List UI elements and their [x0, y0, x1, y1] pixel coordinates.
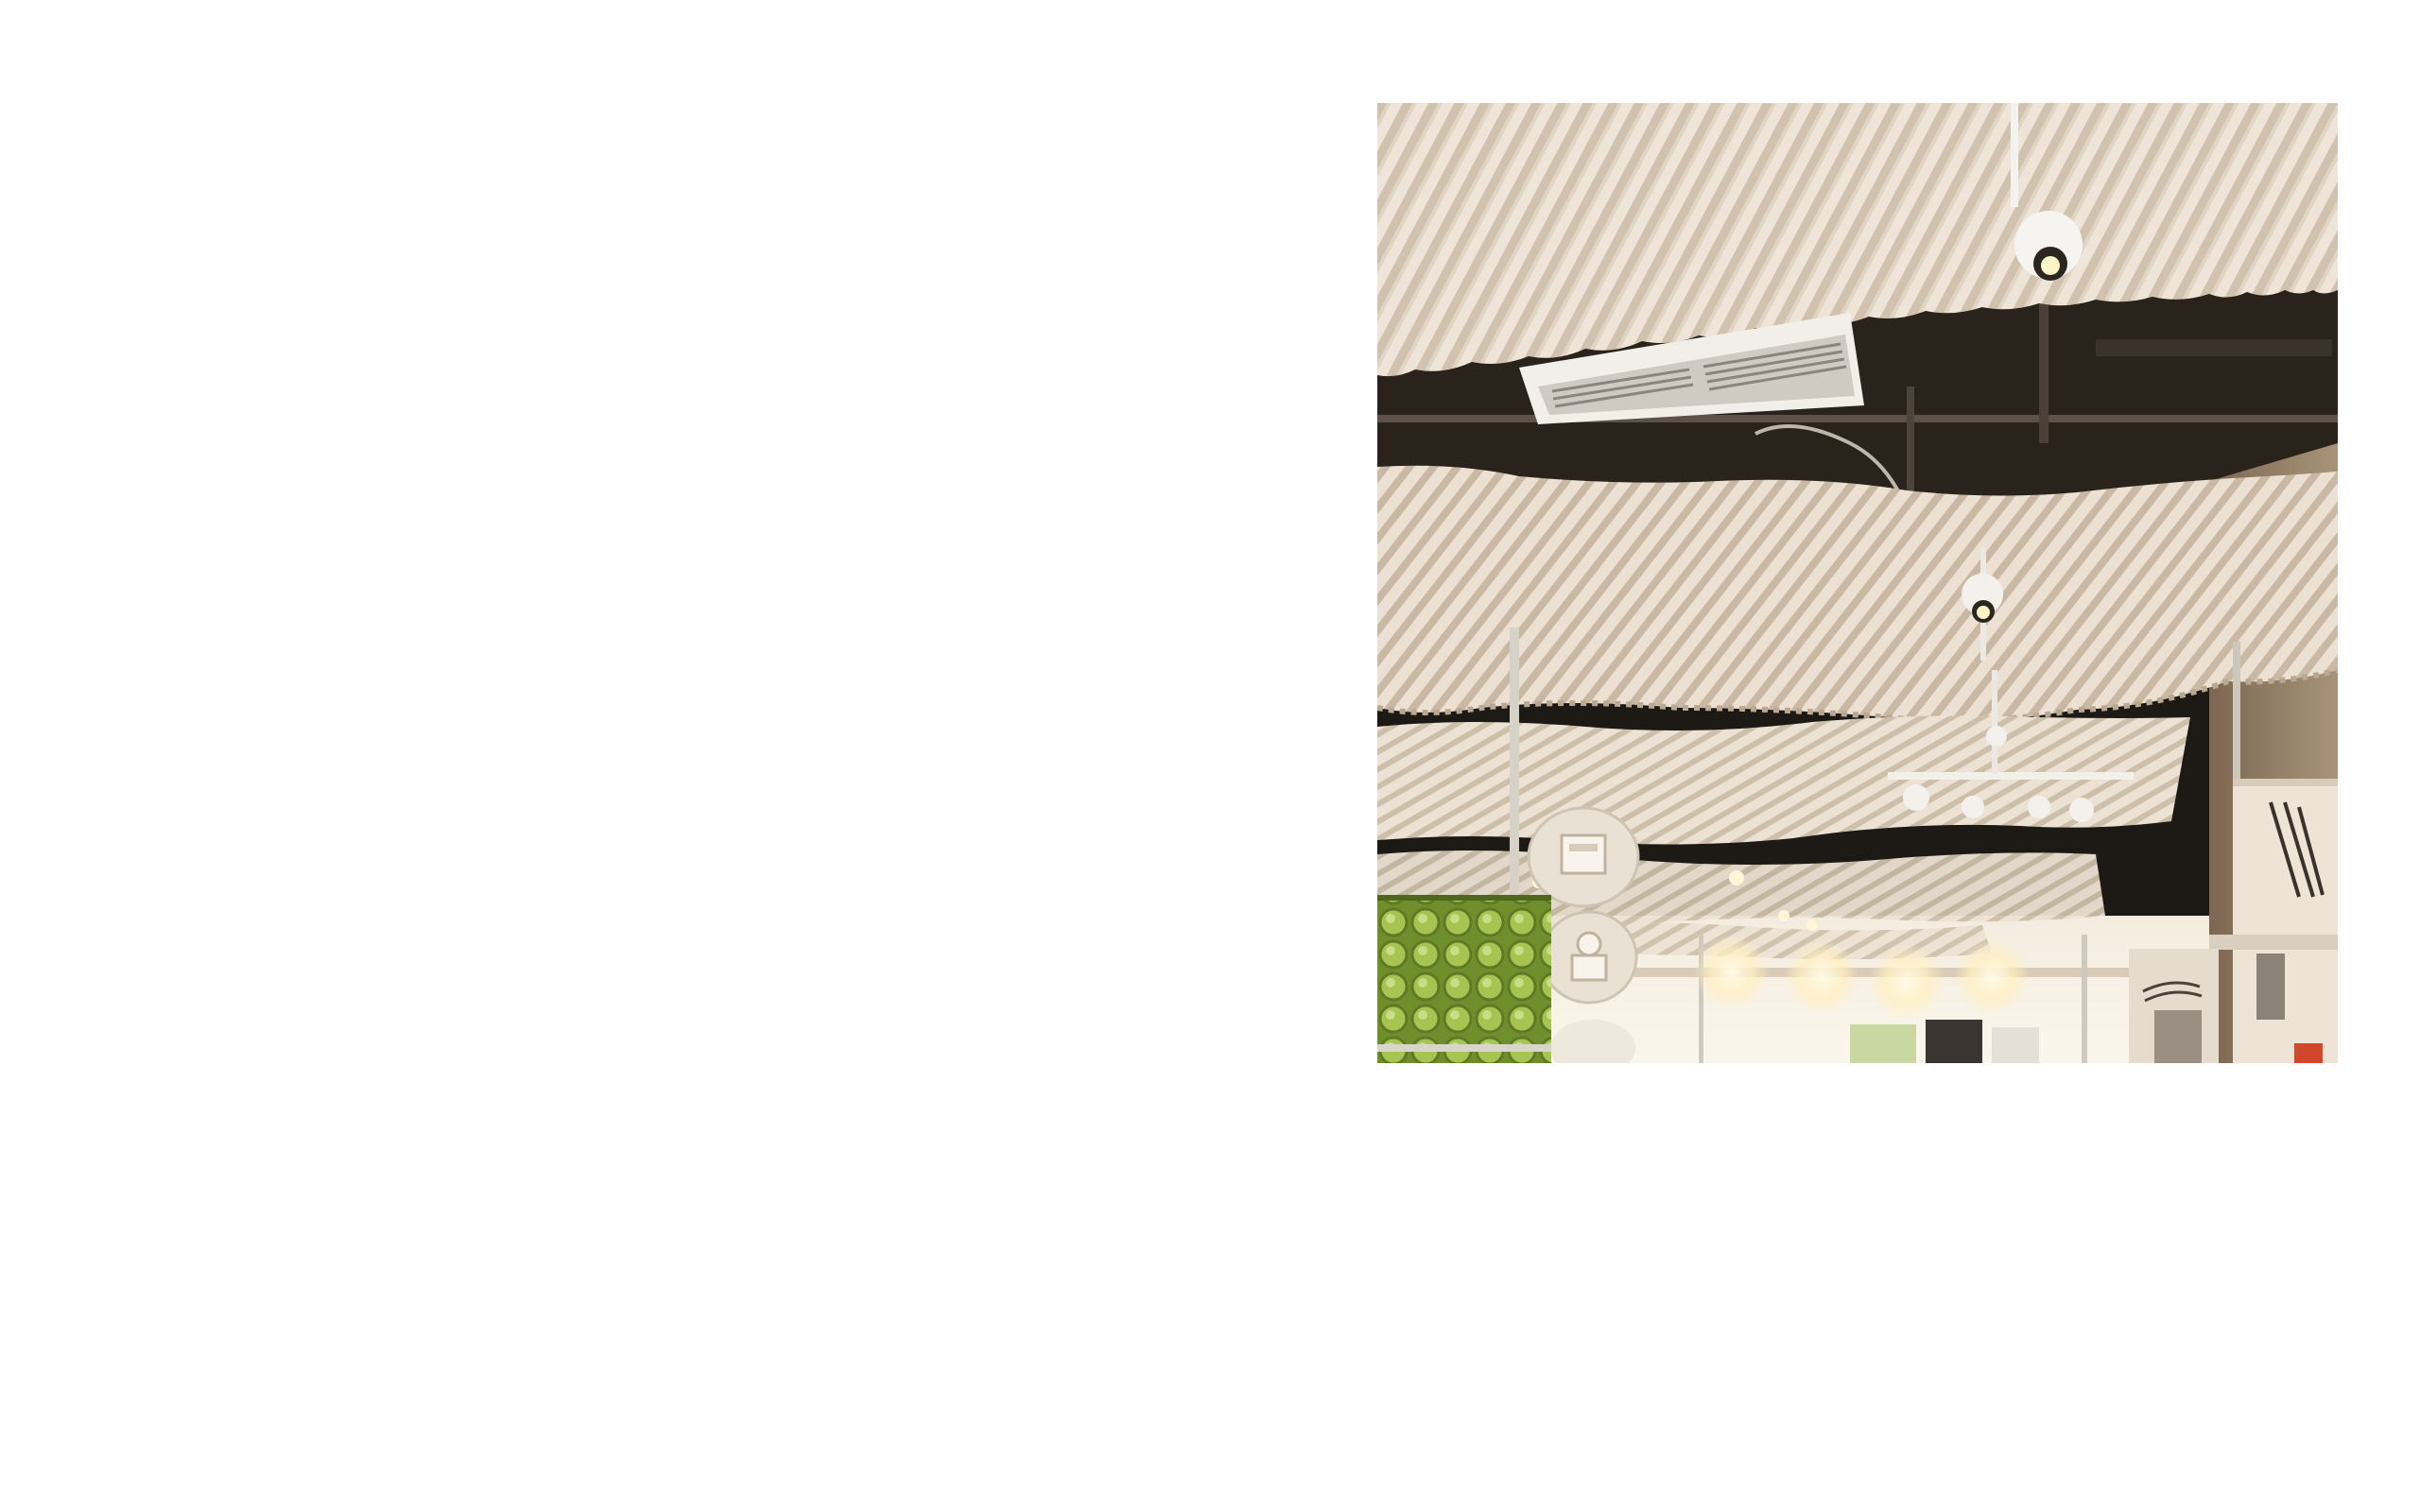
store-interior-photo: [1377, 103, 2338, 1063]
store-ceiling-illustration: [1377, 103, 2338, 1063]
